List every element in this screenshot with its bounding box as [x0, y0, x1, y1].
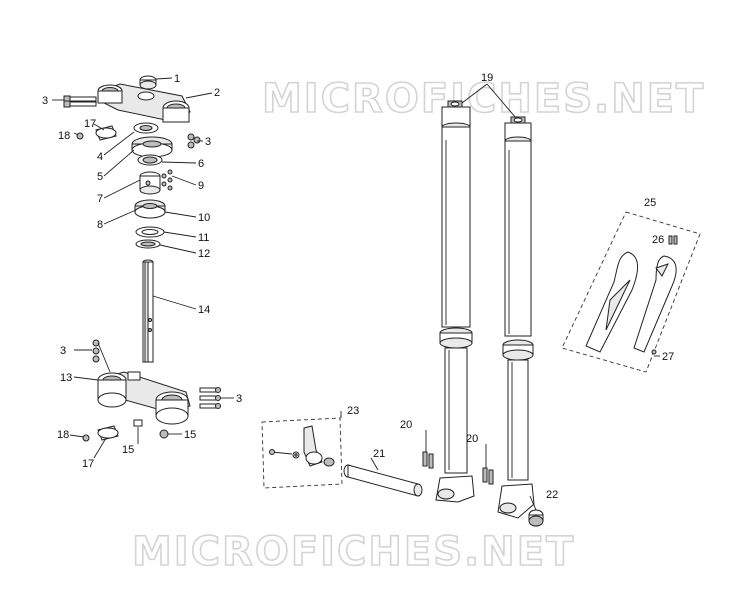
callout-17-lower: 17 — [82, 458, 94, 470]
part-7-bearing-sleeve — [139, 171, 161, 195]
part-20-pinch-bolts-left — [422, 451, 434, 469]
callout-26: 26 — [652, 234, 664, 246]
callout-9: 9 — [198, 180, 204, 192]
callout-2: 2 — [214, 87, 220, 99]
part-19-fork-leg-left — [435, 100, 475, 503]
part-17-clamp-lower — [97, 425, 119, 441]
part-1-nut — [139, 75, 157, 90]
callout-4: 4 — [97, 151, 103, 163]
lower-clamp-bolts-left — [92, 339, 111, 373]
part-13-lower-triple-clamp — [97, 371, 191, 425]
callout-20-right: 20 — [466, 433, 478, 445]
callout-6: 6 — [198, 158, 204, 170]
part-18-bolt-upper — [76, 132, 84, 140]
part-5-bearing-cover — [131, 136, 173, 158]
part-9-screws — [161, 169, 173, 191]
part-18-bolt-lower — [82, 434, 90, 442]
part-6-seal — [137, 154, 163, 166]
callout-17-upper: 17 — [84, 118, 96, 130]
callout-7: 7 — [97, 193, 103, 205]
callout-15-left: 15 — [122, 444, 134, 456]
part-15-nut-right — [159, 429, 169, 439]
watermark-top: MICROFICHES.NET — [262, 76, 705, 122]
part-11-seal-ring — [135, 226, 165, 238]
part-27-screw — [651, 349, 657, 355]
callout-19: 19 — [481, 72, 493, 84]
watermark-bottom: MICROFICHES.NET — [132, 529, 575, 575]
callout-27: 27 — [662, 351, 674, 363]
callout-18-lower: 18 — [57, 429, 69, 441]
part-20-pinch-bolts-right — [482, 467, 494, 485]
callout-25: 25 — [644, 197, 656, 209]
part-10-bearing — [134, 199, 166, 219]
part-22-axle-nut — [528, 509, 544, 527]
part-4-washer — [133, 122, 159, 134]
callout-3-upper-right: 3 — [205, 136, 211, 148]
part-23-assembly-box — [261, 417, 343, 489]
part-23-axle-pinch-kit — [269, 425, 335, 467]
part-12-dust-seal — [135, 239, 161, 249]
part-25-fork-guard-box — [561, 211, 701, 373]
part-21-front-axle — [343, 464, 423, 497]
callout-8: 8 — [97, 219, 103, 231]
callout-12: 12 — [198, 248, 210, 260]
part-14-steering-stem — [142, 259, 154, 363]
callout-1: 1 — [174, 73, 180, 85]
part-25-fork-guard-left — [585, 251, 638, 353]
part-15-stop-left — [133, 419, 143, 427]
leader-lines — [52, 77, 660, 511]
callout-18-upper: 18 — [58, 130, 70, 142]
callout-3-lower-left: 3 — [60, 345, 66, 357]
callout-13: 13 — [60, 372, 72, 384]
upper-clamp-bolts — [63, 95, 97, 108]
callout-3-lower-right: 3 — [236, 393, 242, 405]
part-26-screws — [668, 235, 678, 245]
part-19-fork-leg-right — [497, 116, 535, 519]
lower-clamp-bolts-right — [199, 387, 221, 409]
callout-labels: 1 2 3 3 4 5 6 7 9 8 10 11 12 14 3 13 3 1… — [42, 72, 674, 501]
upper-triple-clamp — [97, 83, 191, 123]
callout-5: 5 — [97, 171, 103, 183]
part-25-fork-guard-right — [633, 255, 677, 353]
callout-21: 21 — [373, 448, 385, 460]
callout-10: 10 — [198, 212, 210, 224]
callout-14: 14 — [198, 304, 210, 316]
callout-22: 22 — [546, 489, 558, 501]
callout-20-left: 20 — [400, 419, 412, 431]
callout-3-upper-left: 3 — [42, 95, 48, 107]
callout-23: 23 — [347, 405, 359, 417]
part-17-clamp-upper — [95, 125, 117, 141]
callout-15-right: 15 — [184, 429, 196, 441]
upper-clamp-side-bolts — [187, 133, 201, 149]
callout-11: 11 — [198, 232, 209, 244]
